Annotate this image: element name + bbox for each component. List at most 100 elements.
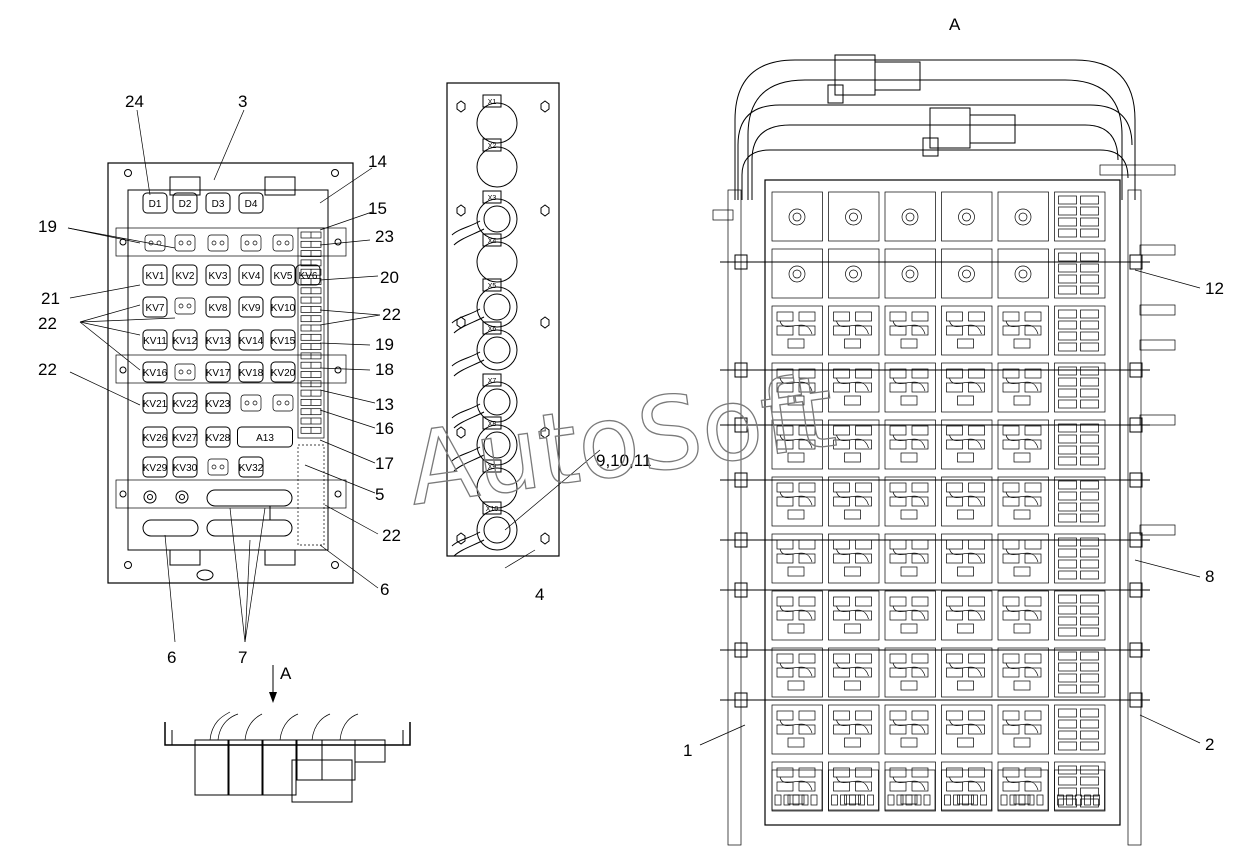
relay-label: KV18	[239, 368, 264, 379]
relay-block-icon	[884, 761, 936, 812]
relay-block-icon	[941, 248, 993, 299]
callout-15: 15	[368, 199, 387, 218]
relay-block-icon	[828, 191, 880, 242]
relay-label: KV7	[146, 303, 165, 314]
relay-label: KV30	[173, 463, 198, 474]
relay-block-icon	[1054, 476, 1106, 527]
relay-block-icon: KV10	[270, 296, 296, 318]
relay-block-icon: KV7	[142, 296, 168, 318]
relay-block-icon: D2	[172, 192, 198, 214]
callout-23: 23	[375, 227, 394, 246]
relay-label: KV22	[173, 399, 198, 410]
callout-22-left: 22	[38, 314, 57, 333]
connector-label: X7	[488, 378, 497, 385]
side-view-a	[164, 711, 411, 803]
relay-block-icon	[884, 362, 936, 413]
cable-bundle-icon	[451, 308, 485, 334]
relay-block-icon: A13	[237, 426, 293, 448]
relay-label: KV20	[271, 368, 296, 379]
relay-block-icon	[771, 590, 823, 641]
relay-block-icon	[1054, 590, 1106, 641]
callout-6-bottom: 6	[167, 648, 176, 667]
relay-block-icon	[771, 533, 823, 584]
relay-block-icon	[828, 761, 880, 812]
relay-block-icon: KV30	[172, 456, 198, 478]
relay-block-icon	[771, 419, 823, 470]
relay-label: KV6	[299, 271, 318, 282]
connector-label: X6	[488, 326, 497, 333]
relay-block-icon	[884, 305, 936, 356]
relay-label: KV23	[206, 399, 231, 410]
relay-block-icon: KV11	[142, 329, 168, 351]
connector-socket: X5	[451, 278, 518, 334]
relay-block-icon	[997, 248, 1049, 299]
relay-block-icon: KV23	[205, 392, 231, 414]
relay-label: KV9	[242, 303, 261, 314]
relay-block-icon	[941, 647, 993, 698]
callout-3: 3	[238, 92, 247, 111]
relay-block-icon	[1054, 647, 1106, 698]
relay-block-icon	[771, 761, 823, 812]
relay-block-icon: KV32	[238, 456, 264, 478]
relay-label: D2	[179, 199, 192, 210]
relay-label: KV26	[143, 433, 168, 444]
relay-block-icon	[997, 305, 1049, 356]
connector-label: X4	[488, 238, 497, 245]
connector-socket: X3	[451, 190, 518, 246]
cable-bundle-icon	[451, 446, 485, 472]
relay-block-icon	[1054, 704, 1106, 755]
leader-lines	[67, 109, 1201, 746]
relay-block-icon	[941, 704, 993, 755]
relay-block-icon	[1054, 305, 1106, 356]
callout-19-top: 19	[38, 217, 57, 236]
relay-block-icon: KV16	[142, 361, 168, 383]
relay-block-icon	[828, 476, 880, 527]
callout-21: 21	[41, 289, 60, 308]
relay-label: KV2	[176, 271, 195, 282]
relay-label: KV21	[143, 399, 168, 410]
relay-block-icon	[941, 419, 993, 470]
relay-label: D1	[149, 199, 162, 210]
relay-block-icon: KV15	[270, 329, 296, 351]
relay-block-icon: D4	[238, 192, 264, 214]
callout-labels: A A 24 3 14 15 19 23 20 21 22 22 19 22 1…	[38, 15, 1224, 760]
relay-block-icon: KV9	[238, 296, 264, 318]
relay-block-icon	[771, 248, 823, 299]
relay-block-icon	[828, 590, 880, 641]
connector-label: X9	[488, 464, 497, 471]
callout-22-lower-left: 22	[38, 360, 57, 379]
callout-5: 5	[375, 485, 384, 504]
connector-socket: X2	[476, 138, 518, 188]
connector-strip	[446, 82, 560, 557]
connector-socket: X1	[476, 94, 518, 144]
relay-block-icon	[997, 647, 1049, 698]
relay-label: A13	[256, 433, 274, 444]
connector-socket: X7	[451, 373, 518, 429]
callout-12: 12	[1205, 279, 1224, 298]
relay-block-icon	[828, 362, 880, 413]
callout-4: 4	[535, 585, 544, 604]
relay-block-icon	[1054, 248, 1106, 299]
relay-label: D3	[212, 199, 225, 210]
relay-block-icon: KV1	[142, 264, 168, 286]
arrow-label-a: A	[280, 664, 292, 683]
relay-block-icon	[1054, 419, 1106, 470]
relay-block-icon	[997, 533, 1049, 584]
connector-socket: X10	[451, 501, 518, 557]
relay-block-icon	[884, 590, 936, 641]
callout-2: 2	[1205, 735, 1214, 754]
relay-label: KV12	[173, 336, 198, 347]
relay-block-icon	[997, 419, 1049, 470]
relay-block-icon	[997, 761, 1049, 812]
callout-19-right: 19	[375, 335, 394, 354]
relay-label: KV27	[173, 433, 198, 444]
connector-socket: X6	[451, 321, 518, 377]
relay-block-icon	[884, 476, 936, 527]
relay-block-icon	[771, 305, 823, 356]
relay-block-icon: KV22	[172, 392, 198, 414]
relay-block-icon	[997, 476, 1049, 527]
relay-label: KV15	[271, 336, 296, 347]
